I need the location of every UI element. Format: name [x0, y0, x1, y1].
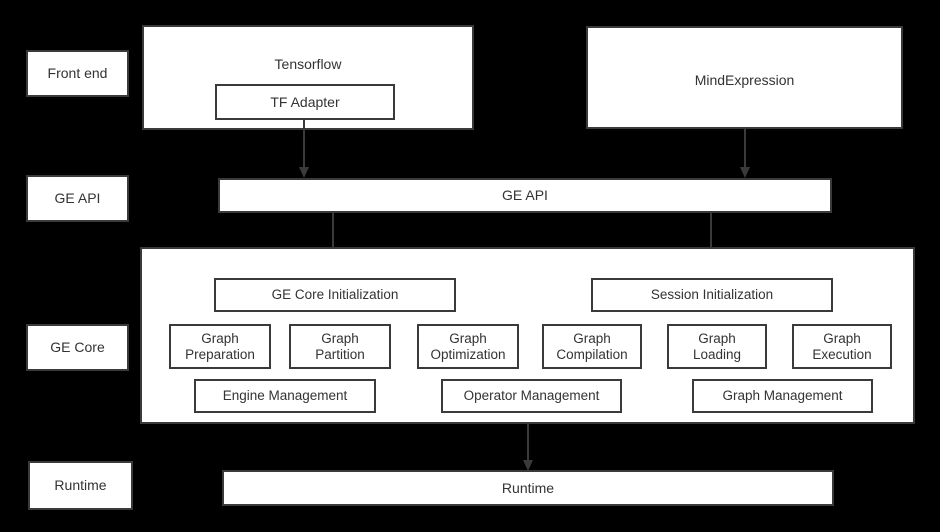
- engine-management-box[interactable]: Engine Management: [194, 379, 376, 413]
- runtime-box[interactable]: Runtime: [222, 470, 834, 506]
- mindexpression-title: MindExpression: [694, 72, 795, 88]
- graph-loading-box[interactable]: Graph Loading: [667, 324, 767, 369]
- tensorflow-title: Tensorflow: [274, 56, 342, 72]
- arrow-tf-adapter-to-ge-api: [299, 118, 309, 178]
- graph-execution-box[interactable]: Graph Execution: [792, 324, 892, 369]
- ge-core-initialization-box[interactable]: GE Core Initialization: [214, 278, 456, 312]
- arrow-ge-core-to-runtime: [523, 424, 533, 471]
- layer-label-ge-api: GE API: [26, 175, 129, 222]
- graph-preparation-box[interactable]: Graph Preparation: [169, 324, 271, 369]
- layer-label-front-end: Front end: [26, 50, 129, 97]
- arrow-mindexpression-to-ge-api: [740, 129, 750, 178]
- ge-api-box[interactable]: GE API: [218, 178, 832, 213]
- graph-optimization-box[interactable]: Graph Optimization: [417, 324, 519, 369]
- graph-management-box[interactable]: Graph Management: [692, 379, 873, 413]
- tf-adapter-box[interactable]: TF Adapter: [215, 84, 395, 120]
- ge-core-panel: GE Core Initialization Session Initializ…: [140, 247, 915, 424]
- layer-label-runtime: Runtime: [28, 461, 133, 510]
- graph-compilation-box[interactable]: Graph Compilation: [542, 324, 642, 369]
- layer-label-ge-core: GE Core: [26, 324, 129, 371]
- operator-management-box[interactable]: Operator Management: [441, 379, 622, 413]
- tensorflow-panel: Tensorflow TF Adapter: [142, 25, 474, 130]
- mindexpression-panel: MindExpression: [586, 26, 903, 129]
- graph-partition-box[interactable]: Graph Partition: [289, 324, 391, 369]
- session-initialization-box[interactable]: Session Initialization: [591, 278, 833, 312]
